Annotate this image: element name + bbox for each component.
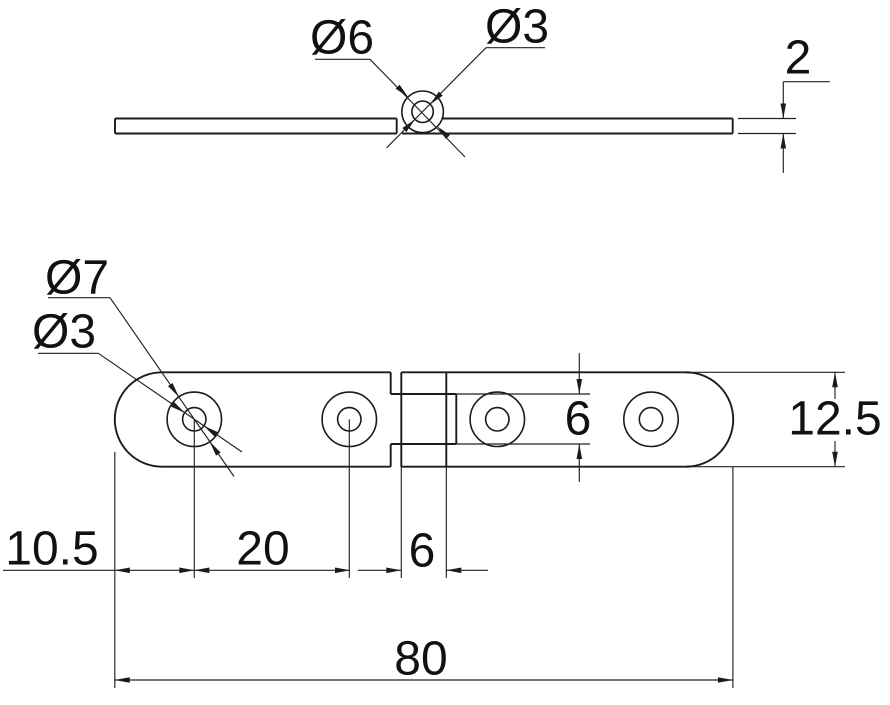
hole4-bore-circle: [638, 406, 664, 432]
left-plate-outline: [114, 117, 398, 135]
arrowhead-icon: [179, 567, 195, 574]
arrowhead-icon: [209, 441, 221, 456]
arrowhead-icon: [780, 103, 787, 119]
arrowhead-icon: [832, 451, 838, 467]
arrowhead-icon: [780, 133, 787, 149]
hole3-countersink-circle: [469, 391, 526, 448]
label-barrel-outer-diameter: Ø6: [310, 12, 374, 65]
label-screw-hole-diameter: Ø3: [32, 306, 96, 359]
arrowhead-icon: [194, 567, 210, 574]
arrowhead-icon: [576, 379, 583, 394]
dia3-plan-leader-line: [97, 352, 243, 453]
arrowhead-icon: [576, 444, 583, 459]
arrowhead-icon: [395, 84, 409, 98]
arrowhead-icon: [717, 677, 733, 683]
label-pin-hole-diameter: Ø3: [485, 1, 549, 54]
label-joint-width: 6: [409, 525, 436, 578]
arrowhead-icon: [402, 119, 415, 132]
hinge-joint-lines: [390, 372, 458, 467]
side-view: [114, 47, 830, 173]
plan-view: [3, 297, 845, 688]
barrel-knuckle: [401, 90, 445, 134]
arrowhead-icon: [167, 382, 179, 397]
arrowhead-icon: [335, 567, 350, 574]
right-leaf-outline: [400, 371, 735, 468]
pin-hole-circle: [411, 100, 435, 124]
arrowhead-icon: [114, 677, 130, 683]
arrowhead-icon: [832, 372, 838, 388]
label-hole-spacing: 20: [236, 523, 289, 576]
label-leaf-width: 12.5: [788, 393, 881, 446]
arrowhead-icon: [170, 401, 185, 413]
label-knuckle-width: 6: [565, 393, 592, 446]
label-end-to-first-hole: 10.5: [5, 523, 98, 576]
extension-lines: [114, 371, 845, 688]
left-end-arc: [113, 371, 163, 468]
left-leaf-outline: [113, 371, 392, 468]
dimension-lines: [3, 353, 836, 681]
arrowhead-icon: [446, 567, 462, 574]
arrowhead-icon: [430, 91, 443, 105]
dia6-leader-line: [369, 58, 466, 158]
hole3-bore-circle: [484, 406, 510, 432]
right-end-arc: [685, 371, 735, 468]
label-plate-thickness: 2: [785, 32, 812, 85]
arrowhead-icon: [203, 425, 218, 437]
right-plate-outline: [402, 117, 734, 135]
barrel-outer-circle: [401, 90, 445, 134]
label-countersink-diameter: Ø7: [45, 252, 109, 305]
thickness-dimension: [738, 81, 830, 173]
arrowhead-icon: [437, 126, 450, 139]
label-overall-length: 80: [394, 633, 447, 686]
screw-holes: [166, 391, 679, 448]
dimension-labels: Ø6 Ø3 2 Ø7 Ø3 6 12.5 10.5 20 6 80: [5, 1, 881, 686]
dimension-arrowheads: [114, 84, 838, 683]
hole4-countersink-circle: [622, 391, 679, 448]
arrowhead-icon: [114, 567, 130, 574]
arrowhead-icon: [386, 567, 402, 574]
